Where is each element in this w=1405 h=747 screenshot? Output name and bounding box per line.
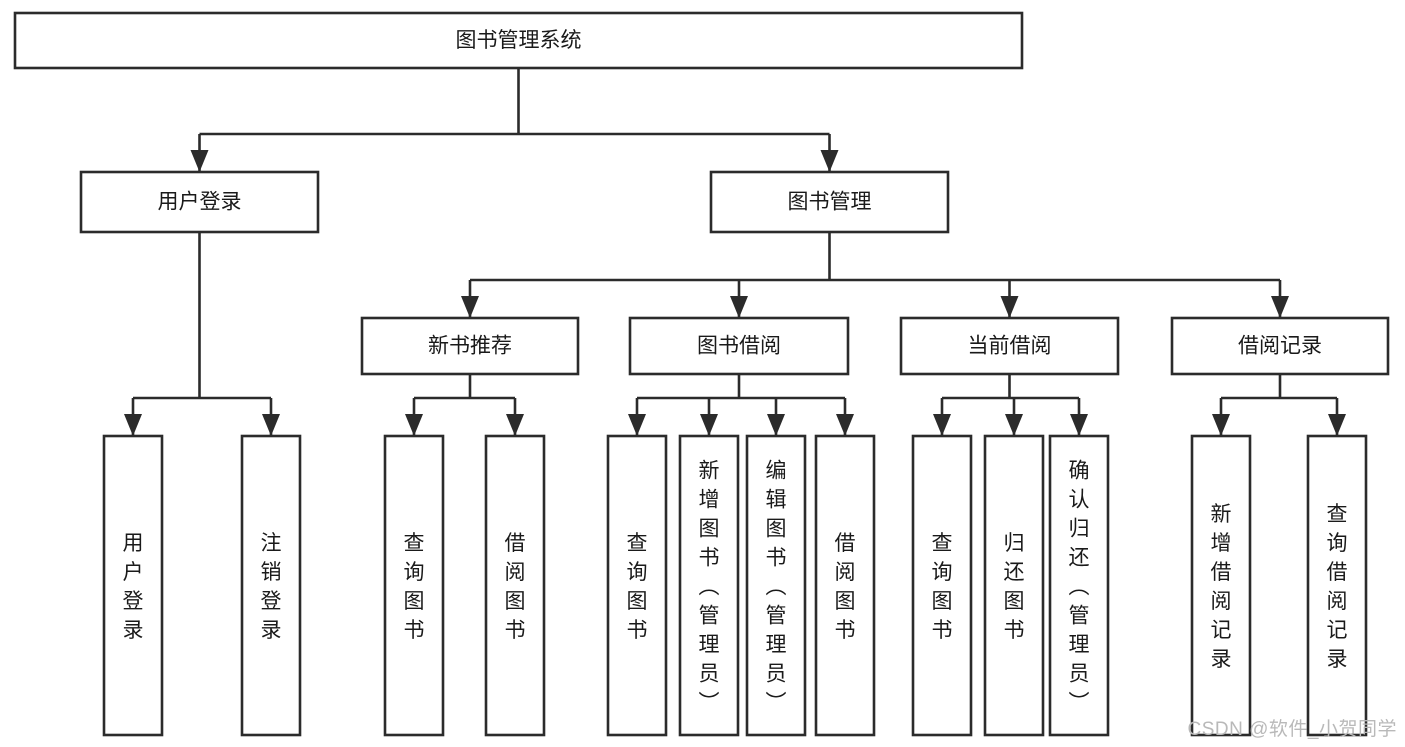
- arrow-head-icon: [405, 414, 423, 436]
- node-label: 图书管理: [788, 191, 872, 214]
- node-box: [484, 434, 546, 737]
- node-label: 借阅图书: [505, 532, 526, 642]
- node-leaf11[interactable]: 确认归还︵管理员︶: [1048, 434, 1110, 737]
- node-label: 查询借阅记录: [1327, 503, 1348, 671]
- node-leaf6[interactable]: 新增图书︵管理员︶: [678, 434, 740, 737]
- watermark-label: CSDN @软件_小贺同学: [1187, 719, 1397, 740]
- node-l1a[interactable]: 用户登录: [79, 170, 320, 234]
- arrow-head-icon: [1070, 414, 1088, 436]
- node-box: [383, 434, 445, 737]
- arrow-head-icon: [820, 150, 839, 172]
- node-box: [360, 316, 580, 376]
- arrow-head-icon: [628, 414, 646, 436]
- arrow-head-icon: [1271, 296, 1289, 318]
- node-leaf8[interactable]: 借阅图书: [814, 434, 876, 737]
- node-box: [814, 434, 876, 737]
- node-leaf13[interactable]: 查询借阅记录: [1306, 434, 1368, 737]
- node-label: 确认归还︵管理员︶: [1069, 460, 1090, 715]
- arrow-head-icon: [767, 414, 785, 436]
- node-box: [606, 434, 668, 737]
- node-label: 新增借阅记录: [1211, 503, 1232, 671]
- node-box: [102, 434, 164, 737]
- node-leaf4[interactable]: 借阅图书: [484, 434, 546, 737]
- nodes-layer: 图书管理系统用户登录图书管理新书推荐图书借阅当前借阅借阅记录用户登录注销登录查询…: [13, 11, 1390, 737]
- node-box: [13, 11, 1024, 70]
- node-box: [745, 434, 807, 737]
- arrow-head-icon: [506, 414, 524, 436]
- node-leaf7[interactable]: 编辑图书︵管理员︶: [745, 434, 807, 737]
- arrow-head-icon: [461, 296, 479, 318]
- arrow-head-icon: [700, 414, 718, 436]
- node-box: [911, 434, 973, 737]
- node-leaf5[interactable]: 查询图书: [606, 434, 668, 737]
- arrow-head-icon: [836, 414, 854, 436]
- node-label: 图书借阅: [697, 335, 781, 358]
- node-box: [240, 434, 302, 737]
- node-box: [899, 316, 1120, 376]
- node-box: [678, 434, 740, 737]
- node-label: 查询图书: [932, 532, 953, 642]
- arrow-head-icon: [262, 414, 280, 436]
- node-l2a[interactable]: 新书推荐: [360, 316, 580, 376]
- node-l1b[interactable]: 图书管理: [709, 170, 950, 234]
- node-l2c[interactable]: 当前借阅: [899, 316, 1120, 376]
- node-label: 编辑图书︵管理员︶: [766, 460, 787, 715]
- node-leaf2[interactable]: 注销登录: [240, 434, 302, 737]
- node-leaf12[interactable]: 新增借阅记录: [1190, 434, 1252, 737]
- node-label: 查询图书: [627, 532, 648, 642]
- node-leaf10[interactable]: 归还图书: [983, 434, 1045, 737]
- node-label: 新增图书︵管理员︶: [699, 460, 720, 715]
- node-box: [709, 170, 950, 234]
- node-leaf3[interactable]: 查询图书: [383, 434, 445, 737]
- arrow-head-icon: [933, 414, 951, 436]
- arrow-head-icon: [1212, 414, 1230, 436]
- node-box: [628, 316, 850, 376]
- node-label: 图书管理系统: [456, 29, 582, 52]
- node-root[interactable]: 图书管理系统: [13, 11, 1024, 70]
- node-box: [1190, 434, 1252, 737]
- node-label: 借阅记录: [1238, 335, 1322, 358]
- arrow-head-icon: [124, 414, 142, 436]
- arrow-head-icon: [1000, 296, 1019, 318]
- node-label: 注销登录: [261, 532, 282, 642]
- node-l2d[interactable]: 借阅记录: [1170, 316, 1390, 376]
- node-box: [1306, 434, 1368, 737]
- node-label: 查询图书: [404, 532, 425, 642]
- node-label: 当前借阅: [968, 335, 1052, 358]
- node-label: 借阅图书: [835, 532, 856, 642]
- node-label: 用户登录: [123, 532, 144, 642]
- node-label: 归还图书: [1004, 532, 1025, 642]
- arrow-head-icon: [190, 150, 209, 172]
- node-box: [79, 170, 320, 234]
- connectors-layer: [124, 68, 1346, 436]
- arrow-head-icon: [1005, 414, 1023, 436]
- node-box: [983, 434, 1045, 737]
- node-leaf1[interactable]: 用户登录: [102, 434, 164, 737]
- node-l2b[interactable]: 图书借阅: [628, 316, 850, 376]
- node-label: 用户登录: [158, 191, 242, 214]
- arrow-head-icon: [1328, 414, 1346, 436]
- node-leaf9[interactable]: 查询图书: [911, 434, 973, 737]
- node-box: [1170, 316, 1390, 376]
- node-box: [1048, 434, 1110, 737]
- node-label: 新书推荐: [428, 335, 512, 358]
- arrow-head-icon: [730, 296, 748, 318]
